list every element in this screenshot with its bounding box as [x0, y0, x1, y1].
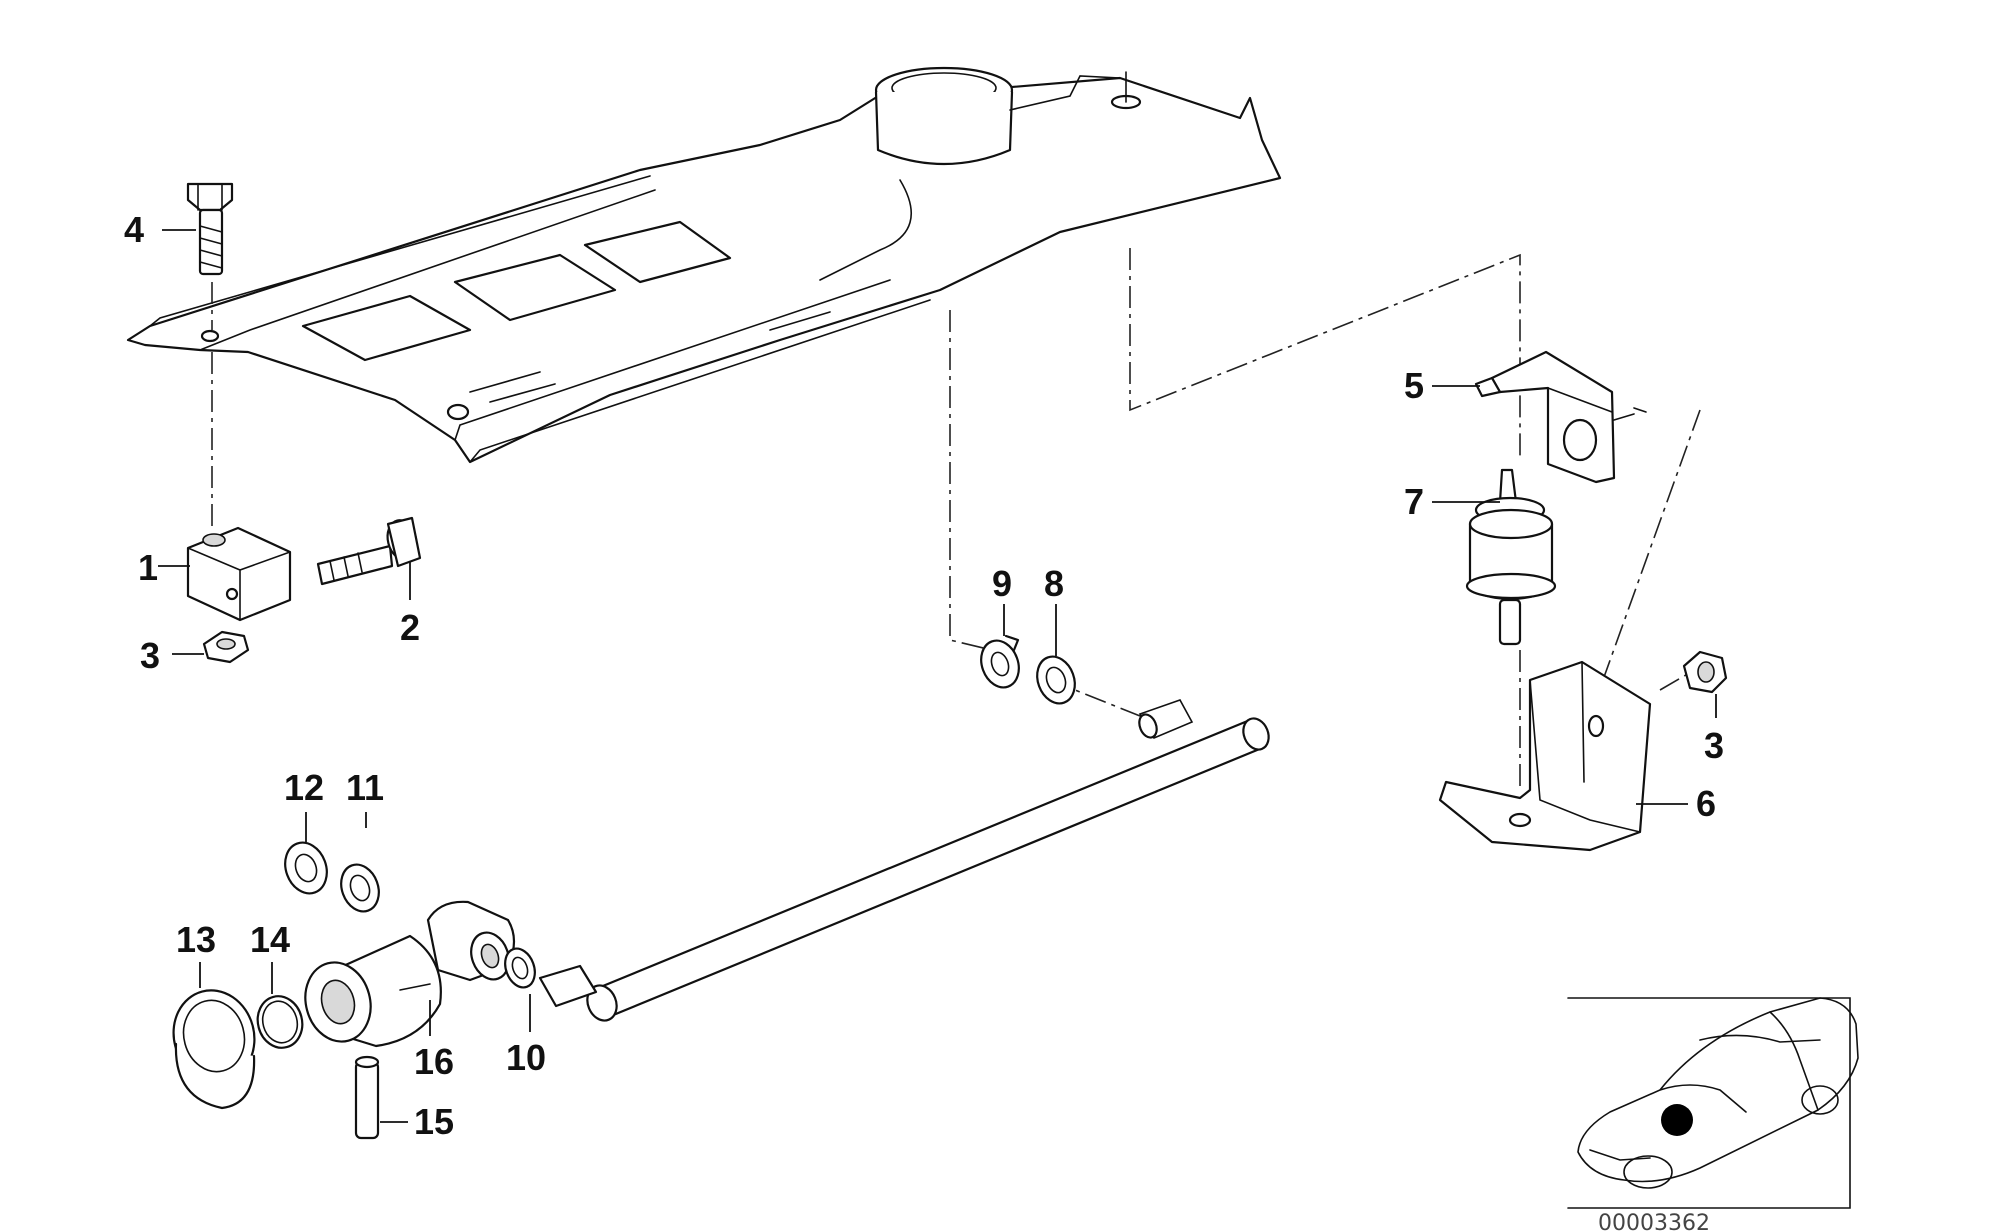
callout-11: 11 — [346, 767, 384, 808]
callout-3-right: 3 — [1704, 725, 1724, 766]
part-8-washer — [1036, 655, 1076, 705]
callout-13: 13 — [176, 919, 216, 960]
part-1-clamp-block — [186, 526, 292, 622]
part-7-rubber-mount — [1465, 468, 1557, 646]
part-3-hex-nut-left — [202, 630, 250, 664]
callout-6: 6 — [1696, 783, 1716, 824]
callout-1: 1 — [138, 547, 158, 588]
part-12-circlip — [284, 841, 328, 895]
part-3-hex-nut-right — [1682, 650, 1728, 694]
mounting-plate — [126, 66, 1282, 464]
callout-12: 12 — [284, 767, 324, 808]
shift-rod — [586, 699, 1270, 1022]
part-9-lock-ring — [980, 634, 1020, 689]
reference-number: 00003362 — [1598, 1211, 1710, 1232]
part-6-lower-bracket — [1438, 660, 1652, 852]
callout-10: 10 — [506, 1037, 546, 1078]
callout-5: 5 — [1404, 365, 1424, 406]
part-15-pin — [354, 1055, 380, 1140]
part-5-upper-bracket — [1474, 350, 1647, 484]
part-4-hex-bolt — [186, 182, 234, 276]
callout-3-left: 3 — [140, 635, 160, 676]
part-14-o-ring — [256, 995, 304, 1049]
part-16-shift-joint — [304, 900, 516, 1048]
locator-marker — [1661, 1104, 1693, 1136]
callout-9: 9 — [992, 563, 1012, 604]
part-10-ring — [504, 947, 598, 1008]
callout-labels: 4 1 2 3 9 8 5 7 3 6 12 11 13 14 16 10 15 — [124, 209, 1724, 1142]
callout-2: 2 — [400, 607, 420, 648]
part-11-bushing-ring — [340, 863, 380, 913]
callout-14: 14 — [250, 919, 290, 960]
part-13-sleeve — [172, 989, 256, 1110]
callout-7: 7 — [1404, 481, 1424, 522]
locator-thumbnail: 00003362 — [1567, 997, 1859, 1232]
car-outline-icon — [1577, 997, 1859, 1189]
callout-16: 16 — [414, 1041, 454, 1082]
callout-15: 15 — [414, 1101, 454, 1142]
callout-8: 8 — [1044, 563, 1064, 604]
leader-lines — [158, 229, 1717, 1123]
part-2-cap-screw — [316, 516, 422, 586]
callout-4: 4 — [124, 209, 144, 250]
